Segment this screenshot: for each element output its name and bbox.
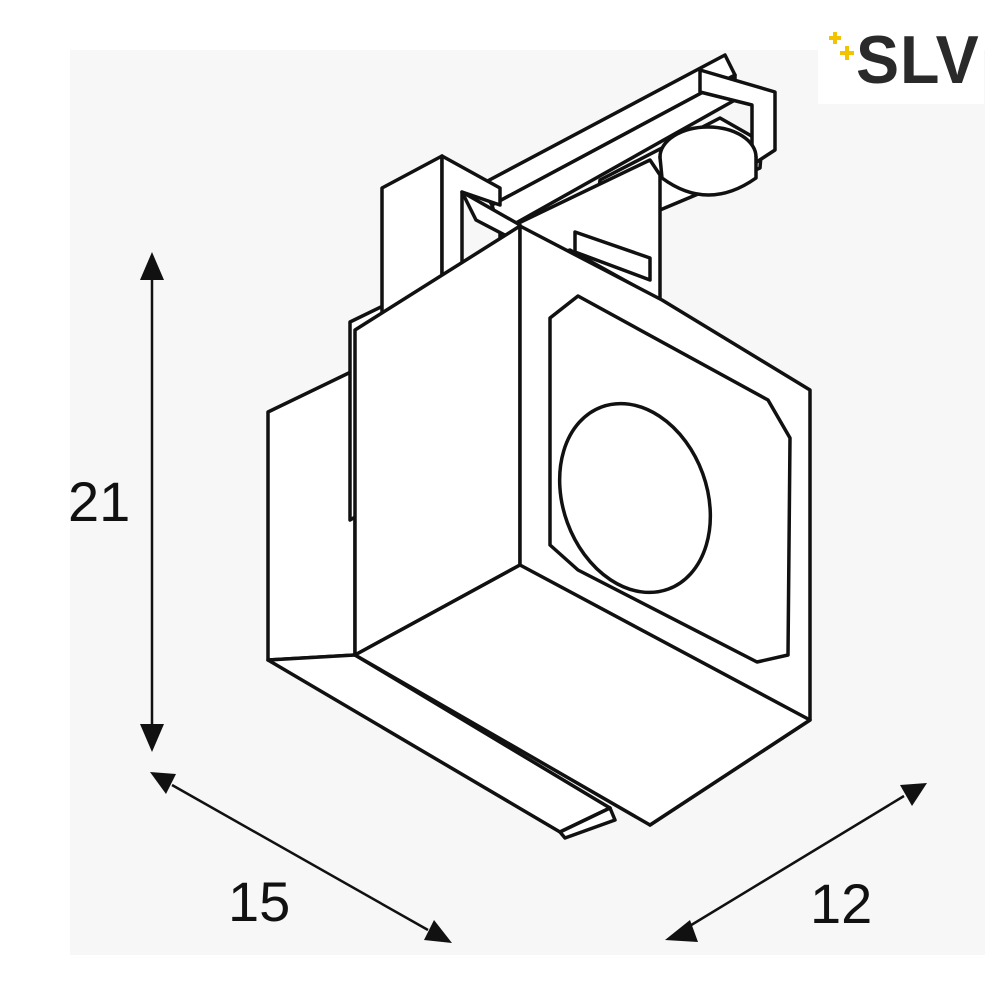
height-dimension-line [140, 252, 164, 752]
logo-text: SLV [856, 22, 980, 98]
slv-logo: SLV [818, 22, 984, 104]
depth-dimension-line [665, 783, 927, 942]
track-adapter [478, 53, 777, 302]
lens [557, 401, 713, 595]
width-dimension-label: 15 [228, 870, 291, 933]
width-dimension-line [150, 772, 452, 943]
logo-plus-star-icon [829, 32, 854, 60]
depth-dimension-label: 12 [810, 872, 873, 935]
height-dimension-label: 21 [68, 470, 131, 533]
cube-bottom-face [353, 563, 812, 827]
